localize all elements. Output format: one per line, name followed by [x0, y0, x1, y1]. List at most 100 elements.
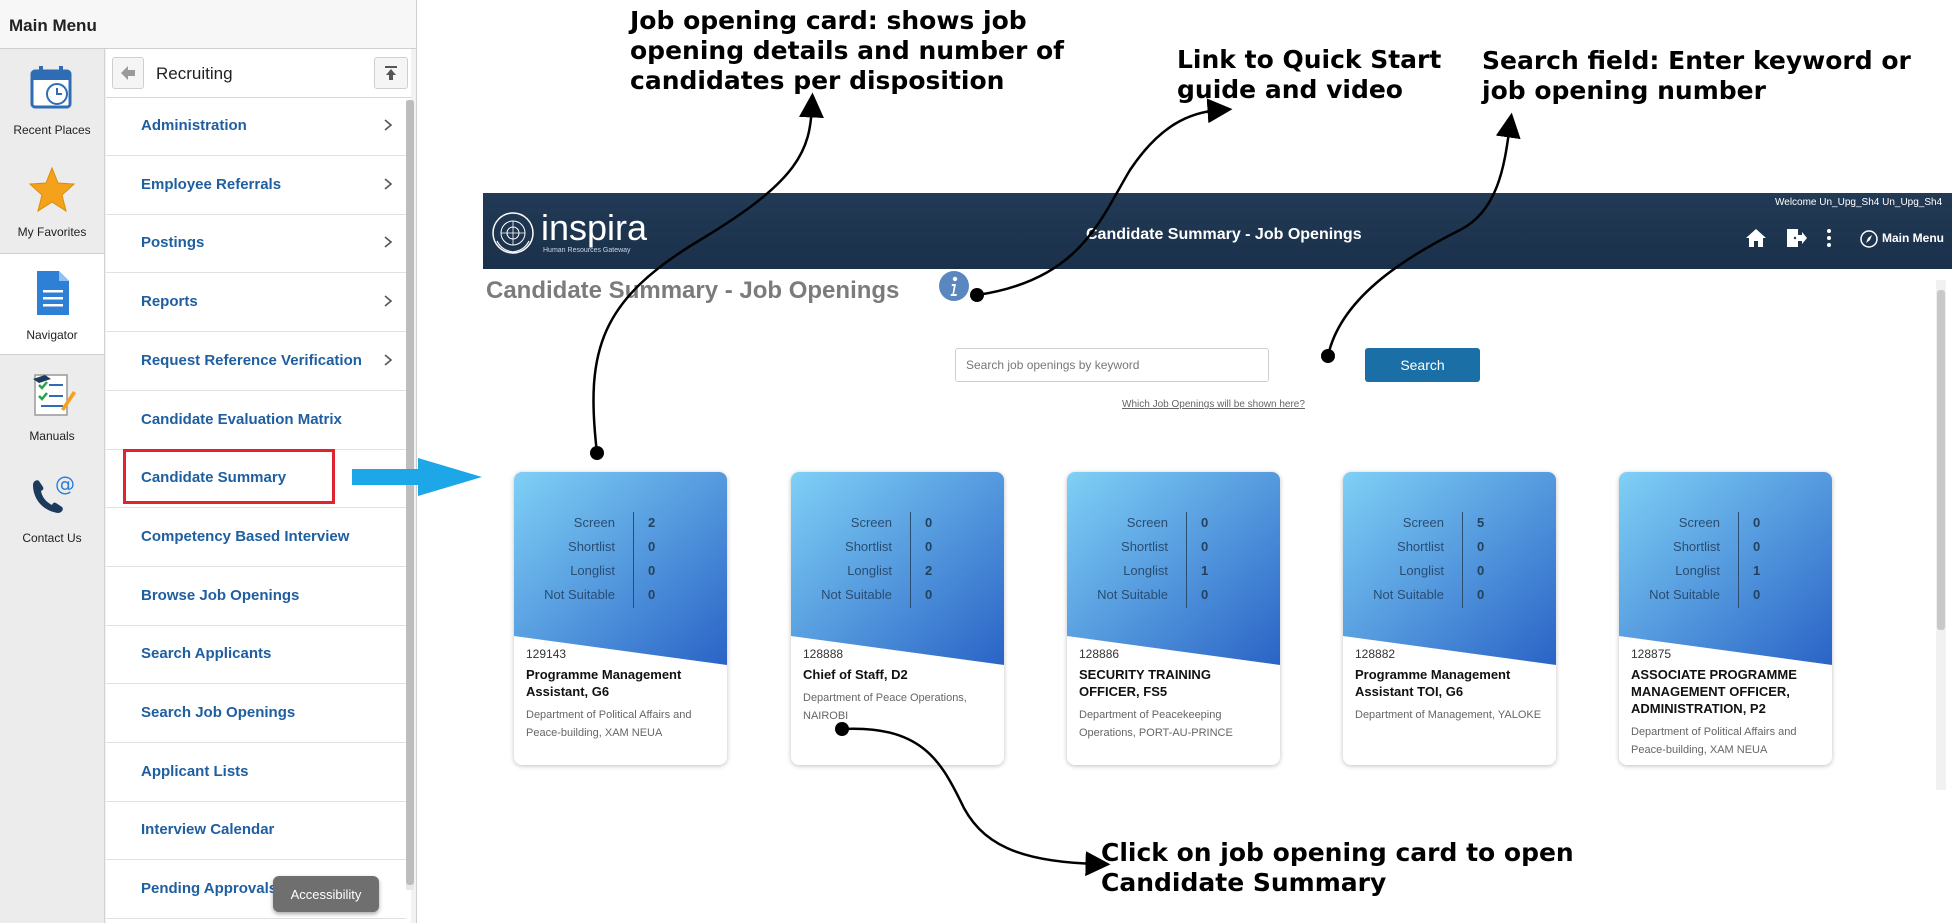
- annotation-quick-start: Link to Quick Start guide and video: [1177, 45, 1441, 105]
- stat-label: Shortlist: [1397, 539, 1444, 554]
- accessibility-label: Accessibility: [290, 887, 362, 902]
- highlight-box: [123, 449, 335, 504]
- document-icon: [37, 271, 69, 315]
- accessibility-button[interactable]: Accessibility: [273, 876, 379, 912]
- main-menu-link-label: Main Menu: [1882, 231, 1944, 245]
- job-opening-department: Department of Peacekeeping Operations, P…: [1079, 709, 1233, 739]
- menu-item-label: Browse Job Openings: [141, 586, 300, 604]
- menu-scrollbar-thumb[interactable]: [406, 100, 414, 885]
- stat-label: Shortlist: [845, 539, 892, 554]
- collapse-top-icon: [385, 66, 397, 80]
- chevron-right-icon: [384, 178, 393, 190]
- menu-item-label: Search Applicants: [141, 645, 272, 663]
- stat-row: Longlist 0: [1343, 560, 1556, 584]
- stats-divider: [910, 512, 911, 608]
- menu-item-label: Employee Referrals: [141, 175, 282, 193]
- recruiting-title: Recruiting: [156, 64, 233, 83]
- stat-value: 0: [1477, 563, 1485, 578]
- svg-text:@: @: [55, 472, 75, 496]
- stat-label: Longlist: [1399, 563, 1444, 578]
- arrow-left-icon: [121, 66, 135, 80]
- recruiting-menu-item[interactable]: Interview Calendar: [106, 801, 406, 861]
- recruiting-menu-item[interactable]: Search Job Openings: [106, 684, 406, 743]
- stat-label: Not Suitable: [1097, 587, 1168, 602]
- recruiting-menu-item[interactable]: Candidate Evaluation Matrix: [106, 391, 406, 450]
- rail-label: Navigator: [26, 328, 78, 342]
- recruiting-menu-item[interactable]: Request Reference Verification: [106, 332, 406, 391]
- stat-label: Not Suitable: [821, 587, 892, 602]
- annotation-line: Candidate Summary: [1101, 868, 1387, 897]
- star-icon: [28, 166, 76, 213]
- more-actions-icon[interactable]: [1823, 227, 1835, 249]
- rail-item-manuals[interactable]: Manuals: [0, 355, 104, 455]
- menu-item-label: Candidate Summary: [141, 469, 287, 487]
- stat-value: 0: [648, 539, 656, 554]
- rail-item-navigator[interactable]: Navigator: [0, 253, 104, 355]
- info-icon[interactable]: [938, 270, 970, 302]
- calendar-clock-icon: [30, 66, 72, 109]
- checklist-icon: [33, 374, 76, 416]
- rail-item-my-favorites[interactable]: My Favorites: [0, 151, 104, 251]
- menu-item-label: Candidate Evaluation Matrix: [141, 410, 342, 428]
- stat-value: 0: [1477, 587, 1485, 602]
- stat-value: 0: [648, 563, 656, 578]
- chevron-right-icon: [384, 354, 393, 366]
- inspira-brand: inspira: [541, 207, 648, 248]
- inspira-header: inspira Human Resources Gateway Candidat…: [483, 193, 1952, 269]
- stat-label: Not Suitable: [544, 587, 615, 602]
- job-opening-department: Department of Peace Operations, NAIROBI: [803, 692, 967, 722]
- stat-label: Longlist: [1123, 563, 1168, 578]
- rail-label: Recent Places: [13, 123, 91, 137]
- stat-value: 5: [1477, 515, 1485, 530]
- recruiting-menu-item[interactable]: Browse Job Openings: [106, 567, 406, 626]
- recruiting-menu-item[interactable]: Employee Referrals: [106, 156, 406, 215]
- job-opening-department: Department of Management, YALOKE: [1355, 709, 1542, 721]
- annotation-line: Search field: Enter keyword or: [1482, 46, 1911, 75]
- recruiting-menu-item[interactable]: Pending Approvals: [106, 860, 406, 920]
- rail-label: My Favorites: [17, 225, 87, 239]
- job-opening-id: 129143: [526, 647, 567, 661]
- main-menu-link[interactable]: Main Menu: [1858, 229, 1950, 249]
- recruiting-menu-item[interactable]: Competency Based Interview: [106, 508, 406, 567]
- home-icon[interactable]: [1745, 227, 1767, 249]
- chevron-right-icon: [384, 236, 393, 249]
- recruiting-menu-item[interactable]: Applicant Lists: [106, 743, 406, 802]
- welcome-text: Welcome Un_Upg_Sh4 Un_Upg_Sh4: [1775, 197, 1943, 208]
- menu-item-label: Reports: [141, 293, 198, 311]
- sign-out-icon[interactable]: [1785, 227, 1807, 249]
- menu-item-label: Pending Approvals: [141, 880, 278, 898]
- recruiting-menu-item[interactable]: Postings: [106, 214, 406, 274]
- search-button[interactable]: Search: [1365, 348, 1480, 382]
- job-opening-title: ASSOCIATE PROGRAMME MANAGEMENT OFFICER, …: [1631, 667, 1797, 716]
- main-menu-title: Main Menu: [9, 16, 97, 35]
- job-opening-title: SECURITY TRAINING OFFICER, FS5: [1079, 667, 1211, 699]
- stat-value: 2: [925, 563, 933, 578]
- stat-value: 0: [1201, 515, 1209, 530]
- collapse-button[interactable]: [374, 57, 408, 89]
- back-button[interactable]: [112, 57, 144, 89]
- recruiting-menu-item[interactable]: Reports: [106, 273, 406, 333]
- recruiting-menu-item[interactable]: Administration: [106, 97, 406, 156]
- annotation-line: candidates per disposition: [630, 66, 1005, 95]
- rail-item-contact-us[interactable]: @ Contact Us: [0, 457, 104, 557]
- annotation-line: opening details and number of: [630, 36, 1065, 65]
- stats-divider: [1738, 512, 1739, 608]
- search-input[interactable]: [955, 348, 1269, 382]
- recruiting-menu-item[interactable]: Candidate Summary: [106, 449, 406, 509]
- recruiting-menu-item[interactable]: Search Applicants: [106, 625, 406, 685]
- stat-label: Not Suitable: [1649, 587, 1720, 602]
- which-job-openings-link[interactable]: Which Job Openings will be shown here?: [1122, 399, 1305, 410]
- content-scrollbar-thumb[interactable]: [1937, 290, 1945, 630]
- rail-item-recent-places[interactable]: Recent Places: [0, 49, 104, 149]
